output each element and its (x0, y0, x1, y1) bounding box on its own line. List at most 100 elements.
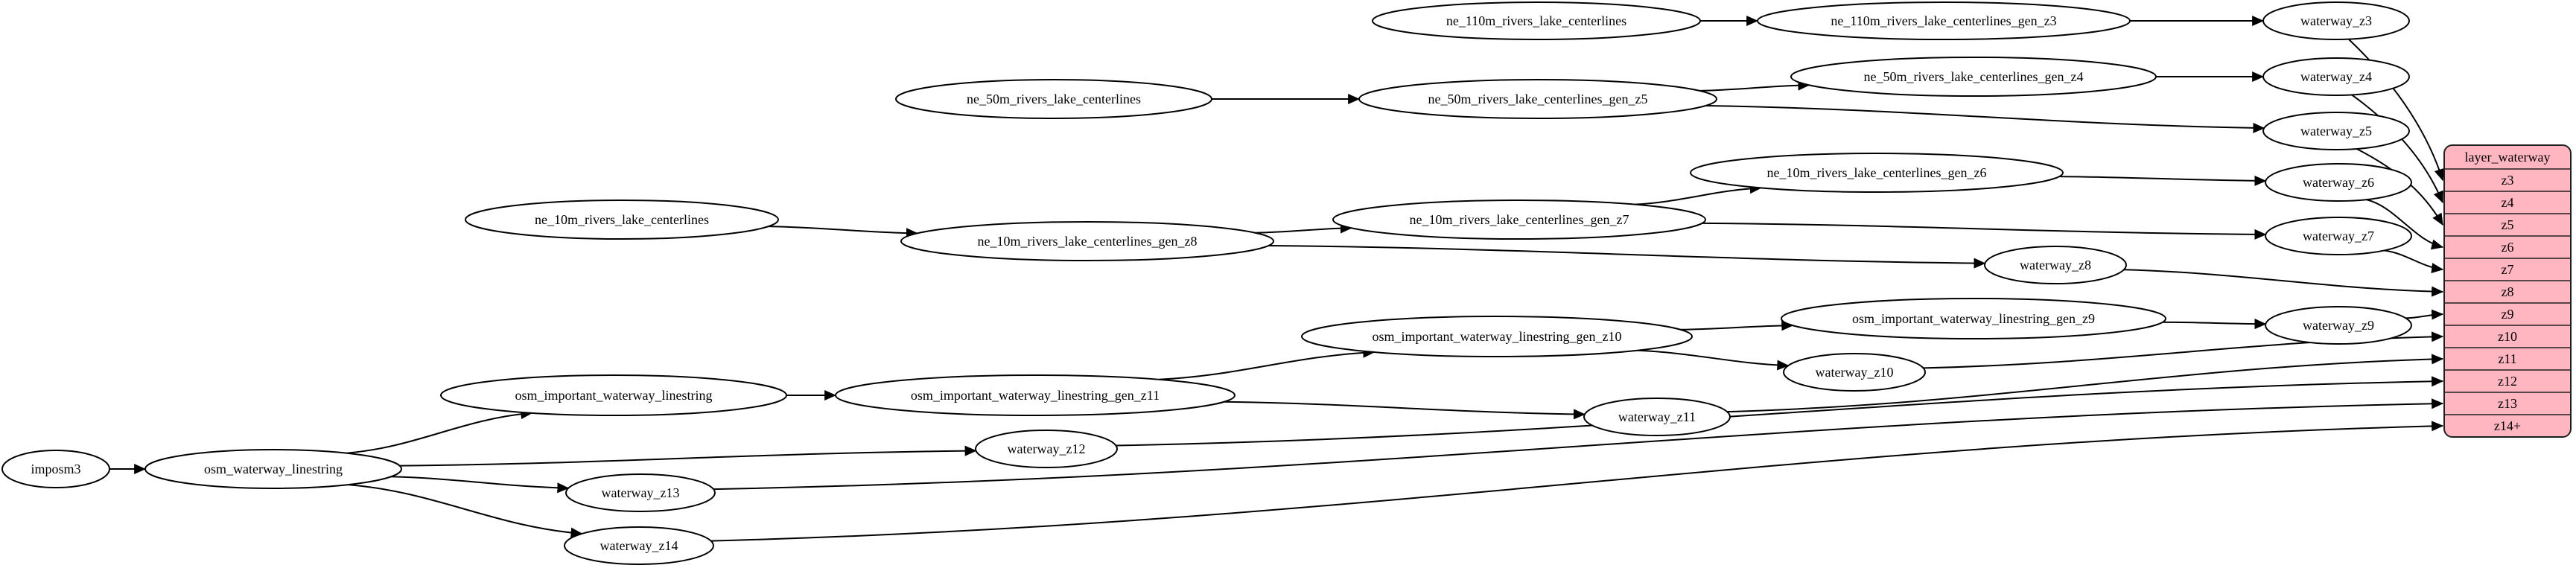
node-shape (835, 374, 1235, 416)
edge-osm_important_waterway_linestring_gen_z11-to-osm_important_waterway_linestring_gen_z10 (1159, 347, 1376, 380)
node-osm_important_waterway_linestring_gen_z11: osm_important_waterway_linestring_gen_z1… (835, 374, 1235, 416)
edge-ne_10m_rivers_lake_centerlines_gen_z8-to-ne_10m_rivers_lake_centerlines_gen_z7 (1255, 223, 1352, 234)
edge-ne_50m_rivers_lake_centerlines_gen_z5-to-ne_50m_rivers_lake_centerlines_gen_z4 (1699, 80, 1810, 92)
node-waterway_z4: waterway_z4 (2262, 57, 2410, 96)
edge-waterway_z6-to-layer_waterway-z6 (2366, 199, 2444, 250)
record-layer_waterway: layer_waterwayz3z4z5z6z7z8z9z10z11z12z13… (2443, 144, 2572, 438)
node-shape (2265, 217, 2412, 255)
node-shape (1358, 79, 1717, 119)
edge-waterway_z3-to-layer_waterway-z3 (2348, 38, 2445, 182)
edge-waterway_z4-to-layer_waterway-z4 (2351, 94, 2443, 204)
record-row-z13: z13 (2498, 396, 2517, 411)
node-label: waterway_z11 (1618, 409, 1696, 424)
edge-waterway_z8-to-layer_waterway-z8 (2123, 269, 2444, 297)
node-label: waterway_z6 (2303, 175, 2374, 190)
edge-layer (109, 15, 2445, 542)
record-row-z12: z12 (2498, 374, 2517, 389)
node-osm_waterway_linestring: osm_waterway_linestring (144, 449, 402, 489)
edge-ne_50m_rivers_lake_centerlines_gen_z5-to-waterway_z5 (1705, 105, 2265, 133)
record-row-z14+: z14+ (2494, 418, 2521, 433)
node-shape (1332, 200, 1706, 240)
edge-waterway_z13-to-layer_waterway-z13 (713, 398, 2444, 491)
node-shape (1372, 1, 1701, 40)
node-label: waterway_z5 (2300, 124, 2372, 138)
node-waterway_z11: waterway_z11 (1583, 398, 1731, 436)
record-row-z6: z6 (2502, 240, 2514, 255)
node-shape (895, 79, 1212, 119)
node-osm_important_waterway_linestring: osm_important_waterway_linestring (440, 374, 787, 416)
edge-osm_important_waterway_linestring_gen_z10-to-osm_important_waterway_linestring_gen_z9 (1680, 320, 1794, 331)
node-label: osm_waterway_linestring (204, 462, 343, 476)
node-ne_10m_rivers_lake_centerlines_gen_z8: ne_10m_rivers_lake_centerlines_gen_z8 (900, 221, 1274, 261)
edge-osm_important_waterway_linestring_gen_z11-to-waterway_z11 (1224, 401, 1586, 420)
node-ne_50m_rivers_lake_centerlines_gen_z5: ne_50m_rivers_lake_centerlines_gen_z5 (1358, 79, 1717, 119)
node-shape (1781, 298, 2166, 339)
node-label: waterway_z8 (2020, 258, 2091, 272)
record-row-z3: z3 (2502, 173, 2514, 188)
node-ne_110m_rivers_lake_centerlines: ne_110m_rivers_lake_centerlines (1372, 1, 1701, 40)
record-row-z5: z5 (2502, 217, 2514, 232)
node-waterway_z6: waterway_z6 (2265, 163, 2412, 202)
node-label: osm_important_waterway_linestring_gen_z1… (1373, 329, 1622, 344)
node-shape (2262, 112, 2410, 150)
edge-osm_waterway_linestring-to-waterway_z13 (390, 476, 570, 494)
node-shape (564, 526, 714, 565)
node-ne_50m_rivers_lake_centerlines: ne_50m_rivers_lake_centerlines (895, 79, 1212, 119)
edge-osm_important_waterway_linestring_gen_z10-to-waterway_z10 (1636, 349, 1790, 371)
node-label: waterway_z3 (2300, 13, 2372, 28)
edge-waterway_z14-to-layer_waterway-z14+ (710, 421, 2444, 542)
node-waterway_z8: waterway_z8 (1984, 246, 2127, 284)
edge-waterway_z12-to-layer_waterway-z12 (1116, 376, 2444, 447)
node-shape (975, 430, 1118, 468)
record-box (2443, 144, 2572, 438)
node-layer: imposm3 osm_waterway_linestring osm_import… (1, 1, 2412, 565)
node-label: ne_50m_rivers_lake_centerlines_gen_z5 (1428, 92, 1648, 106)
node-shape (1690, 153, 2064, 193)
node-shape (1757, 1, 2131, 40)
node-label: imposm3 (31, 462, 80, 476)
record-title: layer_waterway (2465, 150, 2551, 165)
edge-ne_10m_rivers_lake_centerlines-to-ne_10m_rivers_lake_centerlines_gen_z8 (768, 226, 918, 239)
node-label: ne_10m_rivers_lake_centerlines_gen_z7 (1410, 212, 1629, 227)
node-shape (1, 450, 110, 488)
node-label: osm_important_waterway_linestring_gen_z9 (1852, 311, 2095, 326)
edge-ne_10m_rivers_lake_centerlines_gen_z7-to-waterway_z7 (1702, 222, 2267, 240)
node-label: ne_10m_rivers_lake_centerlines_gen_z8 (978, 234, 1198, 249)
node-shape (1984, 246, 2127, 284)
node-label: ne_110m_rivers_lake_centerlines (1446, 13, 1626, 28)
node-osm_important_waterway_linestring_gen_z9: osm_important_waterway_linestring_gen_z9 (1781, 298, 2166, 339)
node-waterway_z7: waterway_z7 (2265, 217, 2412, 255)
node-waterway_z9: waterway_z9 (2265, 306, 2412, 345)
node-waterway_z10: waterway_z10 (1783, 353, 1926, 392)
node-waterway_z12: waterway_z12 (975, 430, 1118, 468)
node-label: ne_50m_rivers_lake_centerlines (967, 92, 1141, 106)
node-shape (2265, 163, 2412, 202)
node-shape (1790, 57, 2157, 97)
node-label: waterway_z4 (2300, 69, 2372, 84)
node-osm_important_waterway_linestring_gen_z10: osm_important_waterway_linestring_gen_z1… (1301, 316, 1693, 357)
record-row-z7: z7 (2502, 262, 2514, 277)
edge-ne_10m_rivers_lake_centerlines_gen_z8-to-waterway_z8 (1268, 245, 1986, 269)
node-ne_50m_rivers_lake_centerlines_gen_z4: ne_50m_rivers_lake_centerlines_gen_z4 (1790, 57, 2157, 97)
node-waterway_z3: waterway_z3 (2262, 1, 2410, 40)
node-label: waterway_z10 (1816, 365, 1894, 380)
edge-osm_important_waterway_linestring_gen_z9-to-waterway_z9 (2163, 319, 2267, 330)
node-label: ne_10m_rivers_lake_centerlines_gen_z6 (1767, 165, 1987, 180)
node-label: waterway_z12 (1008, 441, 1086, 456)
node-shape (144, 449, 402, 489)
node-shape (1583, 398, 1731, 436)
record-row-z9: z9 (2502, 307, 2514, 322)
node-shape (440, 374, 787, 416)
record-row-z8: z8 (2502, 284, 2514, 299)
node-label: waterway_z7 (2303, 229, 2374, 243)
edge-waterway_z5-to-layer_waterway-z5 (2356, 148, 2443, 226)
node-waterway_z14: waterway_z14 (564, 526, 714, 565)
edge-osm_waterway_linestring-to-waterway_z12 (399, 445, 977, 467)
node-label: osm_important_waterway_linestring_gen_z1… (911, 388, 1160, 403)
node-ne_10m_rivers_lake_centerlines_gen_z7: ne_10m_rivers_lake_centerlines_gen_z7 (1332, 200, 1706, 240)
node-imposm3: imposm3 (1, 450, 110, 488)
edge-waterway_z9-to-layer_waterway-z9 (2405, 309, 2444, 320)
record-row-z4: z4 (2502, 195, 2514, 210)
edge-osm_waterway_linestring-to-osm_important_waterway_linestring (346, 409, 533, 454)
